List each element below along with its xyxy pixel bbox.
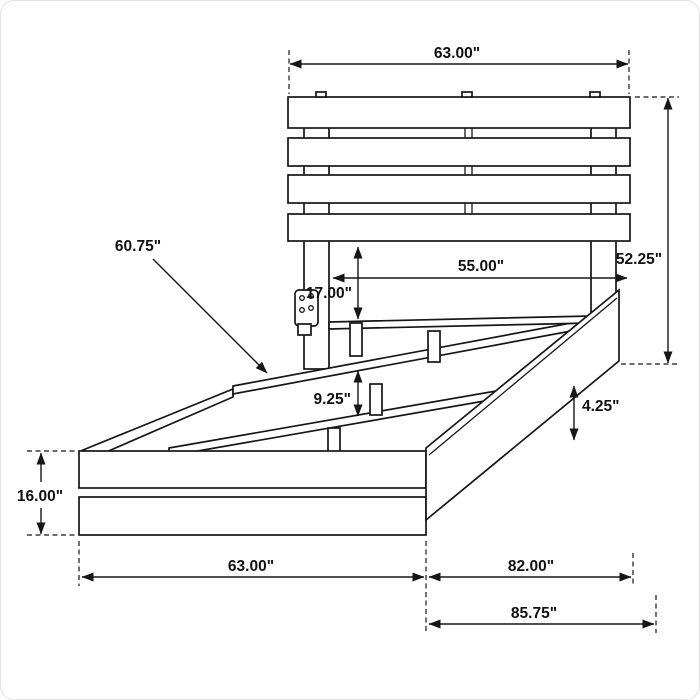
leader-line — [152, 258, 268, 374]
bracket-bolt — [299, 295, 305, 301]
footboard — [78, 450, 427, 536]
dim-slat-rail-length: 60.75" — [115, 238, 268, 374]
dim-footboard-width: 63.00" — [78, 541, 427, 633]
dim-slat-span-label: 55.00" — [458, 258, 504, 275]
dim-rail-height-label: 4.25" — [582, 398, 620, 415]
rail-bracket — [294, 289, 319, 336]
dim-deck-clearance: 9.25" — [313, 370, 363, 417]
extension-line — [288, 50, 630, 94]
dim-headboard-to-deck: 17.00" — [306, 246, 363, 320]
support-leg — [349, 322, 363, 357]
support-leg — [369, 383, 383, 416]
dimension-annotations: 63.00" 52.25" 55.00" 17.00" 60.75" 9.25"… — [17, 45, 679, 633]
extension-line — [621, 96, 679, 365]
dim-slat-rail-length-label: 60.75" — [115, 238, 161, 255]
bracket-bolt — [299, 307, 305, 313]
headboard-slat-2 — [287, 137, 631, 167]
slat-spacer-ticks — [464, 128, 473, 214]
bracket-bolt — [308, 293, 314, 299]
dim-headboard-width-label: 63.00" — [434, 45, 480, 62]
headboard-slat-3 — [287, 174, 631, 204]
dim-frame-length: 82.00" — [428, 553, 634, 586]
dim-footboard-height-label: 16.00" — [17, 488, 63, 505]
bed-drawing — [78, 91, 631, 536]
side-rail-board — [425, 288, 620, 522]
dim-headboard-height-label: 52.25" — [616, 251, 662, 268]
dim-headboard-height: 52.25" — [616, 96, 679, 365]
dim-footboard-height: 16.00" — [17, 450, 75, 536]
headboard — [287, 91, 631, 242]
dim-frame-length-label: 82.00" — [508, 558, 554, 575]
dim-slat-span: 55.00" — [332, 258, 628, 283]
dim-deck-clearance-label: 9.25" — [313, 391, 351, 408]
side-rail-top-face — [428, 297, 618, 456]
support-leg — [427, 330, 441, 363]
headboard-slat-1 — [287, 96, 631, 129]
extension-line — [78, 541, 427, 633]
dim-headboard-width: 63.00" — [288, 45, 630, 94]
dim-rail-height: 4.25" — [569, 385, 620, 441]
bracket-bolt — [308, 305, 314, 311]
footboard-slat-2 — [78, 496, 427, 536]
side-rail — [425, 288, 620, 522]
headboard-notch — [461, 91, 473, 98]
headboard-slat-4 — [287, 213, 631, 242]
dim-footboard-width-label: 63.00" — [228, 558, 274, 575]
headboard-notch — [589, 91, 601, 98]
dim-overall-length-label: 85.75" — [511, 605, 557, 622]
footboard-slat-1 — [78, 450, 427, 489]
dim-headboard-to-deck-label: 17.00" — [306, 285, 352, 302]
bracket-hook — [297, 323, 312, 336]
headboard-notch — [315, 91, 327, 98]
dim-overall-length: 85.75" — [428, 595, 657, 633]
